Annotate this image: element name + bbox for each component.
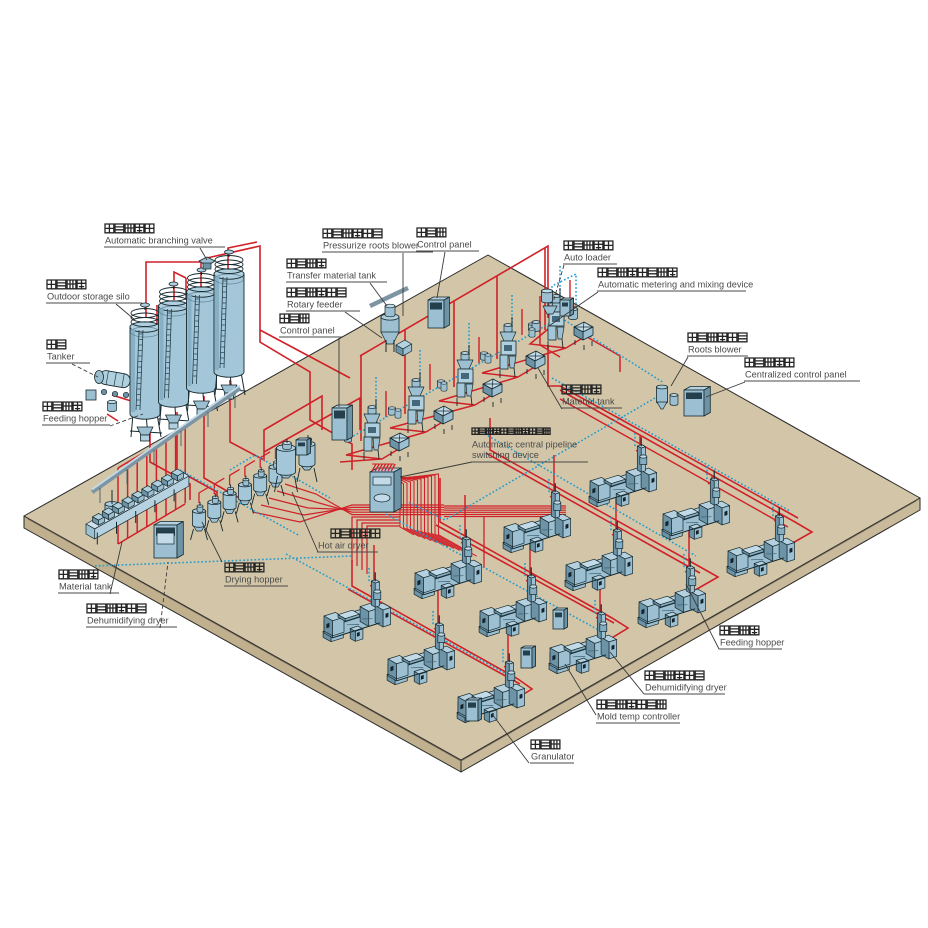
svg-text:Tanker: Tanker bbox=[47, 352, 75, 362]
svg-text:Material tank: Material tank bbox=[562, 397, 615, 407]
svg-text:Control panel: Control panel bbox=[280, 326, 335, 336]
svg-text:Pressurize roots blower: Pressurize roots blower bbox=[323, 241, 419, 251]
svg-text:Granulator: Granulator bbox=[531, 752, 574, 762]
svg-text:Rotary feeder: Rotary feeder bbox=[287, 300, 343, 310]
svg-text:Transfer material tank: Transfer material tank bbox=[287, 271, 376, 281]
svg-text:Feeding hopper: Feeding hopper bbox=[43, 414, 107, 424]
svg-text:Centralized control panel: Centralized control panel bbox=[745, 370, 847, 380]
svg-text:Drying hopper: Drying hopper bbox=[225, 575, 283, 585]
svg-text:Auto loader: Auto loader bbox=[564, 253, 611, 263]
svg-text:Automatic branching valve: Automatic branching valve bbox=[105, 236, 213, 246]
svg-text:Material tank: Material tank bbox=[59, 582, 112, 592]
svg-text:Hot air dryer: Hot air dryer bbox=[318, 541, 369, 551]
svg-text:Automatic metering and mixing: Automatic metering and mixing device bbox=[598, 280, 753, 290]
svg-text:Control panel: Control panel bbox=[417, 240, 472, 250]
svg-text:Dehumidifying dryer: Dehumidifying dryer bbox=[87, 616, 169, 626]
svg-text:switching device: switching device bbox=[472, 450, 539, 460]
svg-text:Roots blower: Roots blower bbox=[688, 345, 742, 355]
svg-text:Mold temp controller: Mold temp controller bbox=[597, 712, 680, 722]
svg-text:Automatic central pipeline: Automatic central pipeline bbox=[472, 440, 577, 450]
svg-text:Outdoor storage silo: Outdoor storage silo bbox=[47, 292, 130, 302]
svg-text:Dehumidifying dryer: Dehumidifying dryer bbox=[645, 683, 727, 693]
svg-text:Feeding hopper: Feeding hopper bbox=[720, 638, 784, 648]
